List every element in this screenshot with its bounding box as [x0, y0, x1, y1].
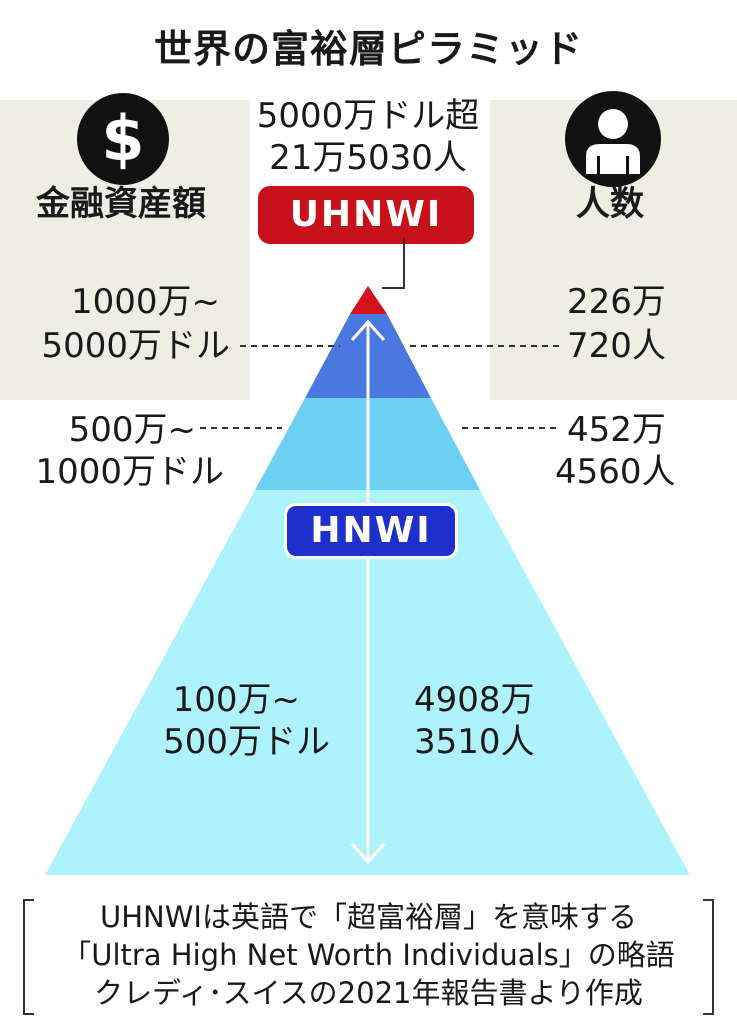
tier1-count-line2: 720人: [567, 326, 666, 366]
uhnwi-badge: UHNWI: [258, 186, 474, 244]
tier2-count-line1: 452万: [567, 410, 666, 450]
tier2-asset-line2: 1000万ドル: [35, 452, 224, 492]
hnwi-badge: HNWI: [284, 503, 458, 559]
tier-top: [350, 286, 387, 314]
note-line-2: 「Ultra High Net Worth Individuals」の略語: [62, 938, 675, 972]
tier2-asset-line1: 500万~: [68, 410, 196, 450]
tier3-count-line1: 4908万: [414, 680, 535, 720]
note-brackets: [23, 899, 714, 1015]
asset-header: 金融資産額: [36, 184, 206, 224]
tier1-asset-line1: 1000万~: [70, 282, 220, 322]
range-arrow: [350, 319, 386, 865]
note-line-3: クレディ･スイスの2021年報告書より作成: [94, 976, 643, 1010]
uhnwi-count: 21万5030人: [269, 138, 467, 178]
tier2-count-line2: 4560人: [555, 452, 676, 492]
person-icon: [564, 90, 662, 188]
note-line-1: UHNWIは英語で「超富裕層」を意味する: [100, 900, 637, 934]
uhnwi-asset: 5000万ドル超: [256, 96, 480, 136]
page-title: 世界の富裕層ピラミッド: [153, 27, 583, 71]
tier3-asset-line2: 500万ドル: [163, 722, 330, 762]
svg-text:$: $: [101, 102, 144, 175]
count-header: 人数: [576, 184, 644, 224]
uhnwi-connector: [382, 238, 405, 289]
tier1-count-line1: 226万: [567, 282, 666, 322]
dollar-coin-icon: $: [76, 92, 170, 186]
tier1-asset-line2: 5000万ドル: [41, 326, 230, 366]
tier3-count-line2: 3510人: [414, 722, 535, 762]
tier3-asset-line1: 100万~: [172, 680, 300, 720]
